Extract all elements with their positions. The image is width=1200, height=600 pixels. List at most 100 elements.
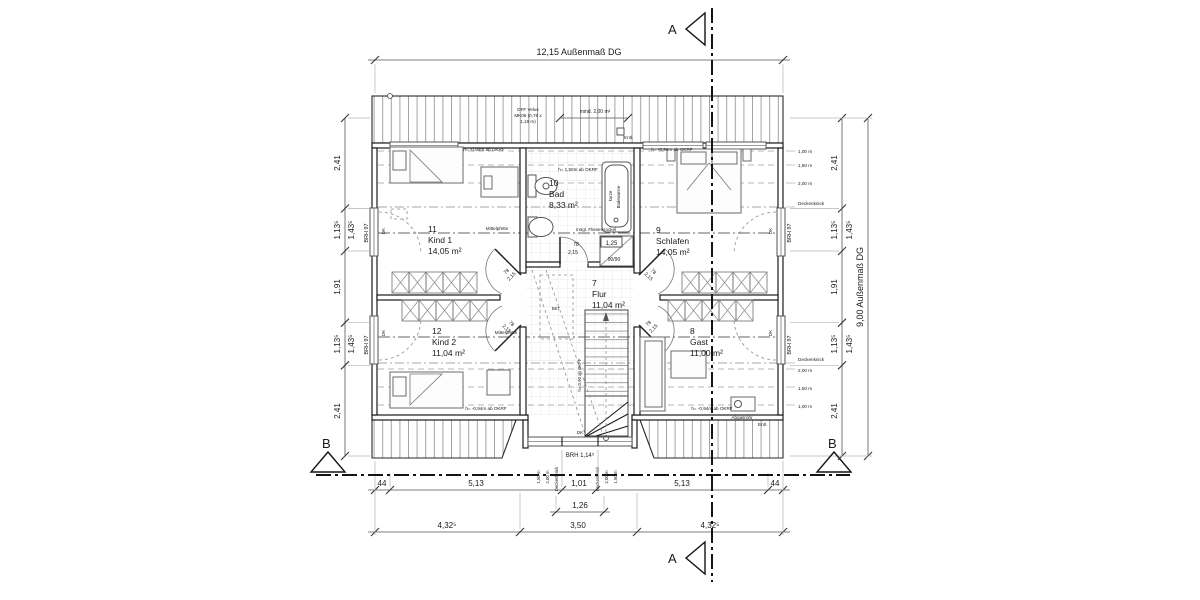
svg-text:11,04 m²: 11,04 m² [592, 300, 625, 310]
dim-left-chain: 2,41 1,13⁵ 1,91 1,13⁵ 2,41 1,43⁵ 1,43⁵ [333, 113, 370, 461]
bathtub-label-1: kurze [608, 190, 613, 201]
flue-box-gast [730, 396, 756, 412]
svg-text:2,00 m: 2,00 m [798, 368, 812, 373]
svg-text:B: B [828, 436, 837, 451]
shower-dim-label: 1,25 [606, 241, 618, 247]
vent-symbol-top [616, 127, 625, 136]
roof-hatch-bands [371, 93, 784, 459]
room-label-bad: 10 Bad 8,33 m² [549, 178, 578, 210]
dk-left-2: DK [381, 329, 386, 336]
section-marker-a-top: A [668, 11, 706, 47]
svg-text:1,00 m: 1,00 m [798, 149, 812, 154]
svg-text:Bad: Bad [549, 189, 564, 199]
window-kind2-left [369, 315, 422, 365]
svg-text:1,13⁵: 1,13⁵ [333, 221, 342, 240]
svg-text:1,91: 1,91 [830, 279, 839, 295]
brh97-left-1: BRH 97 [364, 223, 370, 242]
door-gast-width: 78 [645, 320, 653, 328]
svg-text:2,41: 2,41 [333, 403, 342, 419]
dk-left-1: DK [381, 227, 386, 234]
room-label-kind1: 11 Kind 1 14,05 m² [428, 224, 462, 256]
walls [371, 142, 784, 449]
door-kind2-width: 78 [507, 320, 515, 328]
cabinet-kind2 [486, 369, 511, 396]
dk-right-1: DK [768, 227, 773, 234]
okrf-kind1: h= -0,94m ab OKRF [463, 147, 504, 152]
svg-text:2,41: 2,41 [830, 155, 839, 171]
stair-bay-brh-label: BRH 1,14⁵ [566, 452, 595, 459]
wardrobe-gast [667, 299, 754, 322]
window-stair-bay [527, 436, 633, 447]
bay-height-marks: 1,50 m 2,00 m Deckenknick Deckenknick 2,… [536, 466, 618, 491]
svg-text:4,32⁵: 4,32⁵ [438, 521, 457, 530]
toilet [527, 174, 558, 198]
svg-text:3,50: 3,50 [570, 521, 586, 530]
door-kind2-height: 2,15 [501, 323, 512, 334]
brh97-right-2: BRH 97 [787, 335, 793, 354]
doors [485, 236, 675, 352]
dk-right-2: DK [768, 329, 773, 336]
svg-text:Flur: Flur [592, 289, 607, 299]
velux-min-area: mind. 2,00 m² [580, 109, 611, 115]
room-label-gast: 8 Gast 11,00 m² [690, 326, 723, 358]
window-schlafen-top-2 [705, 141, 767, 150]
door-kind1 [485, 248, 522, 295]
svg-text:7: 7 [592, 278, 597, 288]
svg-text:1,50 m: 1,50 m [798, 163, 812, 168]
svg-text:Kind 1: Kind 1 [428, 235, 452, 245]
svg-text:1,01: 1,01 [571, 479, 587, 488]
bkt-shaft [539, 274, 574, 340]
stair-bay-dk-label: DK [577, 430, 584, 435]
section-lines: A A B B [309, 8, 853, 582]
shower-size-label: 90/90 [608, 257, 621, 263]
dim-top-label: 12,15 Außenmaß DG [536, 47, 621, 57]
table-gast [670, 350, 707, 379]
radiator-kind1 [390, 208, 408, 220]
door-annotations: 78 2,15 78 2,15 78 2,15 78 2,15 78 2,15 [501, 242, 660, 335]
bed-kind1 [389, 146, 464, 184]
reference-point-marker [387, 93, 393, 99]
svg-text:11,04 m²: 11,04 m² [432, 348, 465, 358]
door-bad-width: 78 [573, 242, 579, 248]
door-gast-height: 2,15 [648, 323, 659, 334]
svg-text:1,13⁵: 1,13⁵ [333, 335, 342, 354]
svg-text:12: 12 [432, 326, 442, 336]
svg-text:4,32⁵: 4,32⁵ [701, 521, 720, 530]
door-schlafen-width: 78 [649, 268, 657, 276]
svg-text:A: A [668, 22, 677, 37]
svg-text:11: 11 [428, 224, 437, 234]
bkt-label: BKT [552, 306, 561, 311]
dim-right-outer-label: 9,00 Außenmaß DG [855, 247, 865, 327]
furniture [389, 146, 768, 412]
svg-text:2,00 m: 2,00 m [545, 470, 550, 484]
svg-text:Deckenknick: Deckenknick [595, 466, 600, 491]
section-marker-a-bottom: A [668, 540, 706, 576]
right-height-marks: 1,00 m 1,50 m 2,00 m Deckenknick Deckenk… [786, 149, 825, 409]
door-kind1-height: 2,15 [506, 271, 517, 282]
entl-label-gast: Entl. [758, 422, 767, 427]
bed-kind2 [389, 371, 464, 409]
wardrobe-kind1 [391, 271, 478, 294]
fliesensockel-label: mögl. Fliesensockel [576, 227, 616, 232]
window-gast-right [733, 315, 786, 365]
dim-right-chain: 2,41 1,13⁵ 1,91 1,13⁵ 2,41 1,43⁵ 1,43⁵ 9… [790, 113, 873, 461]
svg-text:9: 9 [656, 225, 661, 235]
bed-schlafen [666, 148, 752, 214]
svg-text:11,00 m²: 11,00 m² [690, 348, 723, 358]
svg-text:1,00 m: 1,00 m [798, 404, 812, 409]
door-kind1-width: 78 [503, 268, 511, 276]
svg-text:2,41: 2,41 [830, 403, 839, 419]
door-bad-height: 2,15 [568, 250, 578, 256]
svg-text:2,00 m: 2,00 m [798, 181, 812, 186]
dresser-kind1-drawer [483, 175, 493, 190]
section-marker-b-left: B [309, 436, 347, 473]
svg-text:44: 44 [771, 479, 780, 488]
svg-text:8: 8 [690, 326, 695, 336]
svg-text:Deckenknick: Deckenknick [554, 466, 559, 491]
brh97-right-1: BRH 97 [787, 223, 793, 242]
svg-text:2,00 m: 2,00 m [604, 470, 609, 484]
svg-text:1,43⁵: 1,43⁵ [845, 335, 854, 354]
brh97-left-2: BRH 97 [364, 335, 370, 354]
velux-note-2: MK06 (0,78 x [514, 113, 542, 118]
